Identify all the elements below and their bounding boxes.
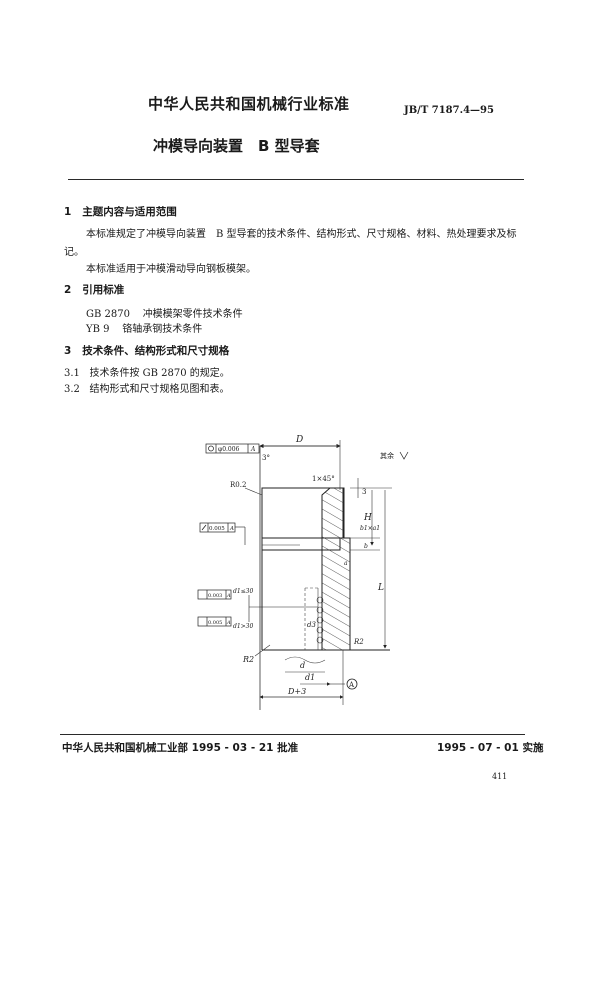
dim-d-label: d — [300, 661, 305, 670]
section-number: 2 — [64, 284, 72, 296]
section-3-heading: 3 技术条件、结构形式和尺寸规格 — [64, 343, 229, 358]
clause-text: 技术条件按 GB 2870 的规定。 — [89, 368, 230, 379]
rest-roughness-label: 其余 — [380, 451, 394, 460]
reference-title: 铬轴承钢技术条件 — [122, 324, 203, 335]
tolerance-frame-runout: 0.005 A — [199, 522, 246, 545]
standard-number: JB/T 7187.4—95 — [404, 105, 494, 116]
radius-r2-outer: R2 — [242, 655, 254, 664]
clause-text: 结构形式和尺寸规格见图和表。 — [89, 384, 230, 395]
section-2-heading: 2 引用标准 — [64, 282, 124, 297]
clause-number: 3.1 — [64, 368, 80, 379]
clause-number: 3.2 — [64, 384, 80, 395]
paragraph: 本标准规定了冲模导向装置 B 型导套的技术条件、结构形式、尺寸规格、材料、热处理… — [86, 229, 517, 240]
svg-text:A: A — [229, 526, 234, 532]
document-title: 冲模导向装置 B 型导套 — [153, 137, 320, 155]
approval-note: 中华人民共和国机械工业部 1995 - 03 - 21 批准 — [62, 742, 299, 754]
effective-date: 1995 - 07 - 01 实施 — [437, 742, 544, 754]
dim-d-plus-3-label: D+3 — [287, 687, 306, 696]
dim-b1a1-label: b1×a1 — [360, 525, 380, 532]
svg-text:0.005: 0.005 — [209, 526, 225, 532]
svg-text:A: A — [250, 446, 256, 453]
svg-text:0.003: 0.003 — [208, 593, 222, 599]
radius-r0-2-label: R0.2 — [230, 481, 246, 489]
datum-a-label: A — [348, 681, 355, 689]
svg-text:φ0.006: φ0.006 — [218, 446, 240, 453]
svg-text:A: A — [226, 593, 231, 599]
section-title: 技术条件、结构形式和尺寸规格 — [82, 345, 230, 357]
section-number: 1 — [64, 206, 72, 218]
tolerance-frame-cylindricity-small: 0.003 A — [197, 589, 232, 600]
radius-r2-inner: R2 — [353, 638, 364, 646]
tolerance-frame-concentricity: φ0.006 A — [205, 443, 260, 454]
header-rule — [68, 179, 524, 180]
dim-L-label: L — [377, 583, 384, 593]
dim-a-label: a — [344, 560, 348, 567]
section-title: 主题内容与适用范围 — [82, 206, 177, 218]
footer-rule — [60, 734, 525, 735]
section-1-heading: 1 主题内容与适用范围 — [64, 204, 177, 219]
dim-b-label: b — [364, 543, 368, 550]
reference-code: YB 9 — [86, 324, 110, 335]
dim-H-label: H — [363, 513, 372, 523]
dim-D-label: D — [295, 435, 303, 445]
dim-3-label: 3 — [362, 488, 366, 496]
reference-title: 冲模模架零件技术条件 — [142, 309, 243, 320]
clause-item: 3.2 结构形式和尺寸规格见图和表。 — [64, 380, 229, 395]
roughness-symbol-icon — [399, 451, 409, 460]
svg-text:0.005: 0.005 — [208, 620, 222, 626]
chamfer-label: 1×45° — [312, 475, 335, 483]
dim-d1-label: d1 — [305, 673, 315, 682]
clause-item: 3.1 技术条件按 GB 2870 的规定。 — [64, 364, 230, 379]
paragraph: 本标准适用于冲模滑动导向钢板模架。 — [86, 264, 256, 275]
svg-text:A: A — [226, 620, 231, 626]
organization-title: 中华人民共和国机械行业标准 — [148, 95, 350, 113]
dim-d3-label: d3 — [307, 621, 316, 629]
angle-label: 3° — [262, 454, 270, 462]
section-number: 3 — [64, 345, 72, 357]
reference-item: GB 2870 冲模模架零件技术条件 — [86, 305, 243, 320]
reference-item: YB 9 铬轴承钢技术条件 — [86, 320, 202, 335]
condition-le-30: d1≤30 — [233, 588, 254, 595]
reference-code: GB 2870 — [86, 309, 130, 320]
paragraph: 记。 — [64, 247, 84, 258]
section-title: 引用标准 — [82, 284, 125, 296]
tolerance-frame-cylindricity-large: 0.005 A — [197, 616, 232, 627]
page-number: 411 — [492, 772, 508, 781]
datum-a-circle — [346, 678, 358, 690]
condition-gt-30: d1>30 — [233, 623, 254, 630]
